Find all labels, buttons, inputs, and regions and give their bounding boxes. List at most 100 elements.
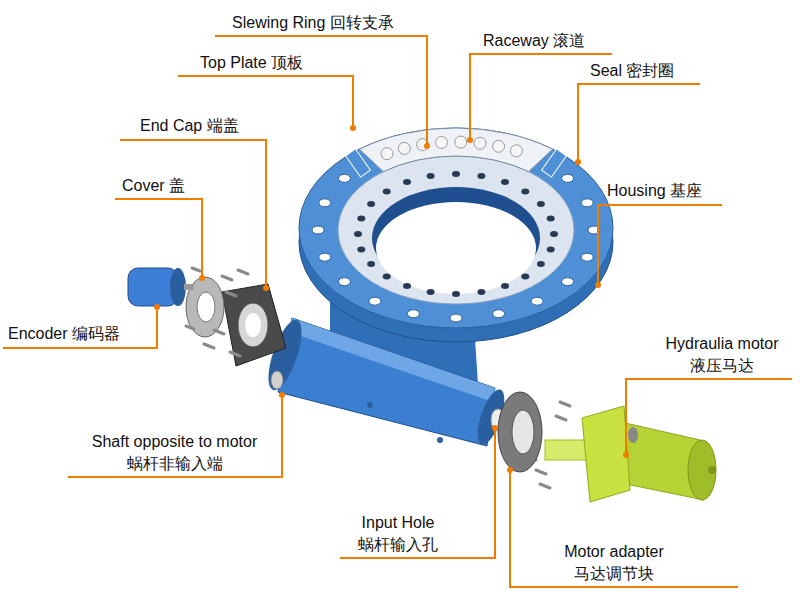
part-label-box: Top Plate 顶板: [200, 52, 303, 74]
inner-bolt-holes-part: [537, 201, 545, 207]
bolts-part: [536, 470, 546, 474]
bolts-part: [560, 402, 570, 406]
part-label: Hydraulia motor 液压马达: [666, 335, 779, 374]
slewing-ring-part: [359, 128, 552, 172]
part-label-box: Seal 密封圈: [590, 60, 674, 82]
leader-lines-part: [215, 36, 427, 146]
bolts-part: [192, 268, 200, 271]
part-label: Housing 基座: [607, 182, 702, 199]
encoder-part: [184, 284, 194, 290]
inner-bolt-holes-part: [403, 179, 411, 185]
outer-bolt-holes-part: [319, 199, 331, 207]
leader-dots-part: [263, 285, 269, 291]
hydraulic-motor-part: [708, 466, 716, 474]
outer-bolt-holes-part: [562, 174, 574, 182]
raceway-balls-part: [436, 136, 448, 148]
inner-bolt-holes-part: [357, 247, 365, 253]
bolts-part: [230, 352, 240, 356]
outer-bolt-holes-part: [407, 310, 419, 318]
leader-lines-part: [3, 307, 157, 348]
inner-bolt-holes-part: [452, 291, 460, 297]
motor-adapter-part: [512, 410, 534, 454]
outer-bolt-holes-part: [581, 253, 593, 261]
inner-bolt-holes: [354, 171, 558, 297]
outer-bolt-holes-part: [369, 297, 381, 305]
bolts-part: [540, 484, 550, 488]
encoder: [128, 268, 194, 306]
slewing-ring-part: [338, 156, 574, 304]
outer-bolt-holes-part: [581, 199, 593, 207]
outer-bolt-holes: [312, 174, 600, 322]
inner-bolt-holes-part: [367, 261, 375, 267]
housing-part: [437, 437, 443, 443]
inner-bolt-holes-part: [521, 189, 529, 195]
end-cap-part: [238, 303, 268, 347]
raceway-balls-part: [455, 136, 467, 148]
part-label: Shaft opposite to motor 蜗杆非输入端: [92, 433, 257, 472]
bolts-part: [556, 416, 566, 420]
slewing-ring-part-part: [542, 149, 567, 177]
part-label-box: Hydraulia motor 液压马达: [652, 333, 792, 376]
outer-bolt-holes-part: [531, 297, 543, 305]
bolts-part: [214, 330, 224, 334]
bolts-part: [204, 344, 214, 348]
inner-bolt-holes-part: [403, 283, 411, 289]
hydraulic-motor-part: [582, 406, 630, 502]
end-cap-part: [222, 284, 286, 366]
part-label: End Cap 端盖: [140, 117, 239, 134]
slewing-ring-part: [346, 149, 567, 177]
outer-bolt-holes-part: [312, 226, 324, 234]
leader-dots-part: [492, 425, 498, 431]
slewing-ring-part: [376, 202, 536, 294]
slewing-ring: [299, 128, 613, 342]
inner-bolt-holes-part: [427, 289, 435, 295]
outer-bolt-holes-part: [562, 278, 574, 286]
leader-dots-part: [154, 304, 160, 310]
outer-bolt-holes-part: [493, 310, 505, 318]
part-label-box: Housing 基座: [607, 180, 702, 202]
end-cap: [222, 284, 286, 366]
housing-part: [271, 371, 283, 389]
leader-lines-part: [340, 428, 495, 558]
part-label-box: End Cap 端盖: [140, 115, 239, 137]
outer-bolt-holes-part: [450, 314, 462, 322]
outer-bolt-holes-part: [338, 174, 350, 182]
leader-dots-part: [279, 392, 285, 398]
part-label: Input Hole 蜗杆输入孔: [358, 514, 438, 553]
outer-bolt-holes-part: [319, 253, 331, 261]
inner-bolt-holes-part: [477, 289, 485, 295]
leader-dots-part: [595, 282, 601, 288]
end-cap-part: [245, 313, 261, 337]
inner-bolt-holes-part: [521, 273, 529, 279]
part-label: Raceway 滚道: [483, 32, 585, 49]
part-label-box: Cover 盖: [122, 175, 185, 197]
raceway-balls-part: [510, 145, 522, 157]
raceway-balls-part: [381, 148, 393, 160]
leader-dots-part: [623, 452, 629, 458]
leader-dots-part: [507, 467, 513, 473]
leader-dots: [154, 125, 629, 473]
inner-bolt-holes-part: [383, 189, 391, 195]
bolts: [186, 268, 570, 488]
inner-bolt-holes-part: [501, 179, 509, 185]
inner-bolt-holes-part: [367, 201, 375, 207]
inner-bolt-holes-part: [547, 216, 555, 222]
inner-bolt-holes-part: [477, 173, 485, 179]
leader-lines-part: [510, 470, 738, 587]
raceway-balls-part: [493, 140, 505, 152]
bolts-part: [238, 270, 248, 274]
slewing-ring-part-part: [346, 149, 371, 177]
leader-lines-part: [68, 395, 282, 477]
leader-lines: [3, 36, 792, 587]
encoder-part: [170, 268, 186, 306]
raceway-balls-part: [474, 137, 486, 149]
leader-lines-part: [115, 199, 202, 278]
part-label-box: Slewing Ring 回转支承: [232, 12, 394, 34]
part-label: Top Plate 顶板: [200, 54, 303, 71]
housing-part: [367, 402, 373, 408]
part-label-box: Encoder 编码器: [8, 323, 120, 345]
inner-bolt-holes-part: [537, 261, 545, 267]
cover-part: [197, 292, 215, 322]
